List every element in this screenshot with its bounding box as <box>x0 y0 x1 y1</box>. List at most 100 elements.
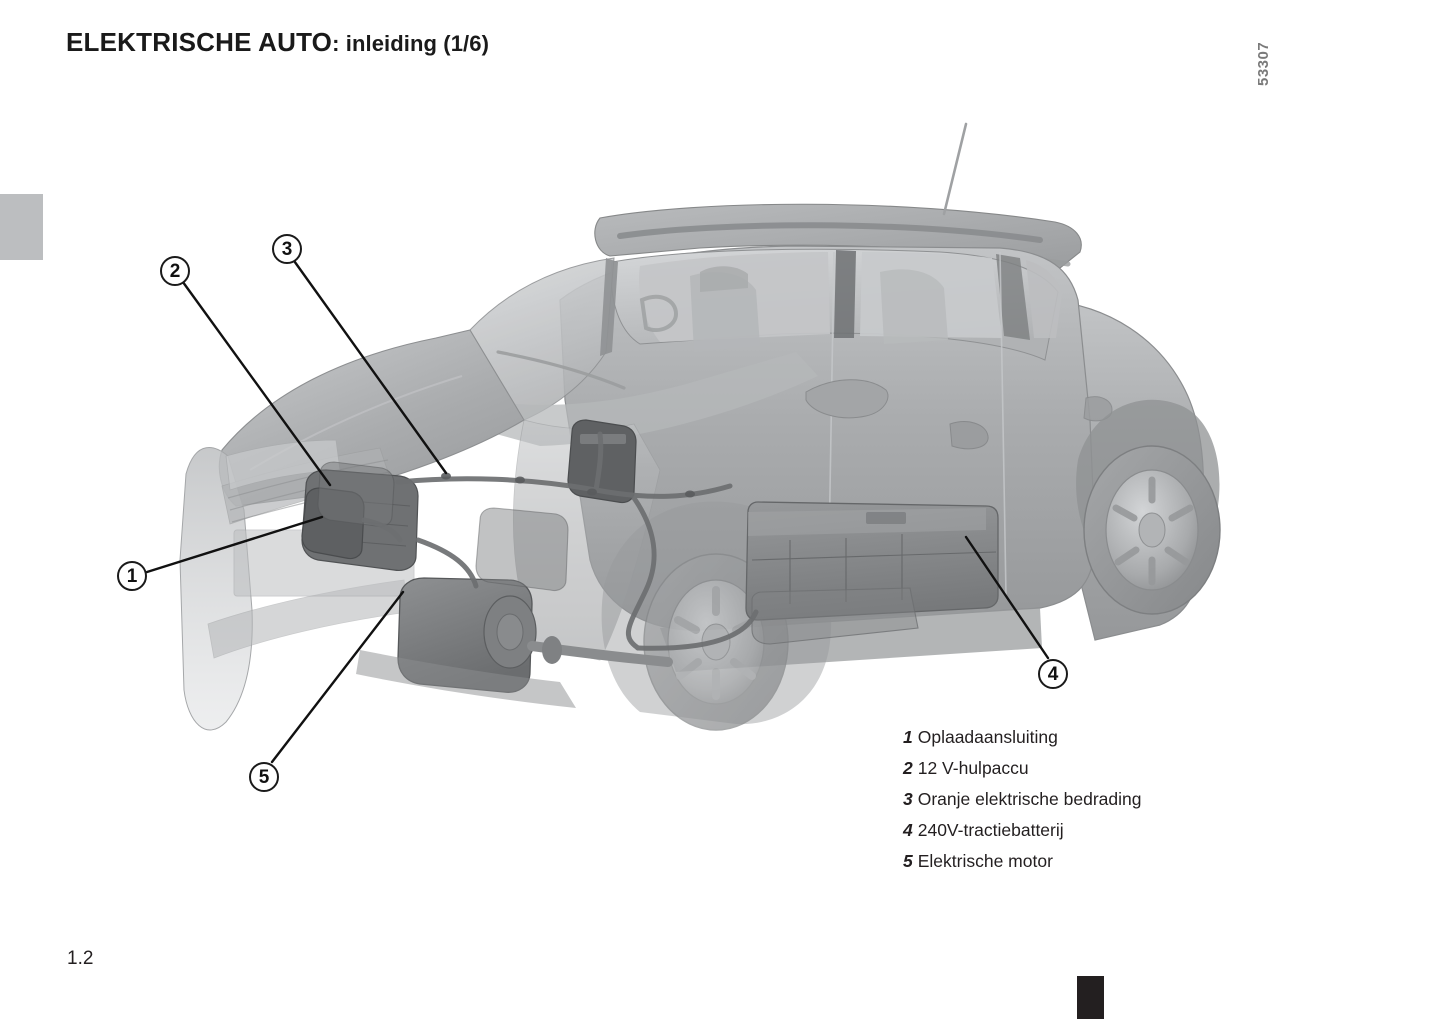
document-code-text: 53307 <box>1255 41 1272 86</box>
car-front-wing <box>513 419 661 661</box>
motor-end-bell <box>483 595 537 669</box>
auxiliary-battery-12v <box>317 461 395 528</box>
car-roof-rail-left <box>617 222 1043 243</box>
page-title-main: ELEKTRISCHE AUTO <box>66 27 333 57</box>
car-front-bumper <box>179 447 253 731</box>
callout-marker-3[interactable]: 3 <box>272 234 302 264</box>
callout-marker-5[interactable]: 5 <box>249 762 279 792</box>
page-title: ELEKTRISCHE AUTO: inleiding (1/6) <box>66 27 489 58</box>
electric-motor <box>397 577 533 693</box>
quarter-window <box>1026 260 1062 338</box>
page-number: 1.2 <box>67 948 94 969</box>
hv-cable-to-battery <box>626 495 657 651</box>
steering-wheel <box>639 294 679 333</box>
rear-wheel-spokes <box>1112 476 1194 586</box>
car-grille <box>221 447 391 525</box>
callout-marker-2[interactable]: 2 <box>160 256 190 286</box>
car-windscreen <box>469 257 615 421</box>
callout-label-3: 3 <box>281 238 293 260</box>
hv-cable-to-junction <box>593 431 604 493</box>
front-door-window <box>638 252 830 342</box>
front-door-seam <box>827 251 835 613</box>
hv-cable-hood-run <box>395 476 733 499</box>
interior-rear-seat <box>880 269 948 344</box>
rear-door-handle <box>1083 396 1113 422</box>
power-electronics-box <box>301 469 419 571</box>
car-antenna <box>942 122 968 216</box>
hood-crease <box>249 375 463 471</box>
onboard-charger <box>475 507 569 592</box>
leader-line-2 <box>178 276 332 487</box>
driveshaft <box>527 641 673 667</box>
side-mirror <box>805 379 889 419</box>
rear-door-window <box>860 252 1002 338</box>
legend-label: 240V-tractiebatterij <box>917 820 1064 840</box>
callout-label-1: 1 <box>126 565 138 587</box>
page-title-sub: : inleiding (1/6) <box>332 31 490 56</box>
callout-marker-1[interactable]: 1 <box>117 561 147 591</box>
car-a-pillar <box>600 258 618 356</box>
car-dashboard <box>470 352 818 446</box>
car-greenhouse <box>610 248 1059 361</box>
callout-label-4: 4 <box>1047 663 1059 685</box>
rear-door-seam <box>999 251 1007 597</box>
callout-label-2: 2 <box>169 260 181 282</box>
powertrain-group <box>301 419 673 708</box>
front-wheel-spokes <box>674 586 760 700</box>
legend-label: Oplaadaansluiting <box>917 727 1058 747</box>
page-edge-marker <box>1077 976 1104 1019</box>
callout-marker-4[interactable]: 4 <box>1038 659 1068 689</box>
legend-number: 4 <box>903 820 913 840</box>
car-side-body <box>559 245 1096 631</box>
document-code: 53307 <box>1255 42 1272 86</box>
car-roof-rail-right <box>677 245 1071 267</box>
grille-slats <box>227 459 393 523</box>
legend-label: Oranje elektrische bedrading <box>917 789 1142 809</box>
leader-line-5 <box>270 590 405 764</box>
car-headlight <box>225 439 341 491</box>
car-hood <box>218 329 525 507</box>
rear-wheel-arch <box>1076 399 1220 575</box>
leader-line-3 <box>290 256 448 475</box>
hv-cable-short <box>361 517 403 543</box>
traction-battery-pack <box>745 501 999 645</box>
car-body-group <box>179 122 1220 731</box>
legend-label: 12 V-hulpaccu <box>917 758 1029 778</box>
car-b-pillar <box>834 250 856 338</box>
legend-number: 5 <box>903 851 913 871</box>
leader-line-4 <box>964 535 1050 660</box>
legend-number: 2 <box>903 758 913 778</box>
front-door-handle <box>949 421 989 450</box>
rear-wheel <box>1083 445 1221 615</box>
hv-cable-motor <box>415 537 479 589</box>
hv-wiring-harness <box>361 431 759 651</box>
callout-leader-lines <box>145 256 1050 764</box>
wheels-group <box>643 445 1221 731</box>
legend-label: Elektrische motor <box>917 851 1053 871</box>
callout-label-5: 5 <box>258 766 270 788</box>
car-c-pillar <box>996 254 1030 340</box>
section-tab-marker <box>0 194 43 260</box>
car-roof <box>594 203 1082 269</box>
car-rear-body <box>1044 299 1204 641</box>
front-wheel-arch <box>601 501 832 725</box>
hv-cable-clips <box>441 472 695 498</box>
legend-number: 3 <box>903 789 913 809</box>
hv-cable-underfloor <box>635 609 759 651</box>
charge-port-module <box>301 487 365 560</box>
interior-front-seat <box>690 272 760 352</box>
interior-headrest <box>700 266 748 292</box>
radiator-pack <box>233 529 415 597</box>
front-wheel <box>643 553 789 731</box>
front-subframe <box>356 650 576 708</box>
windscreen-wiper <box>496 350 626 390</box>
leader-line-1 <box>145 515 324 574</box>
hv-junction-box <box>567 419 637 504</box>
